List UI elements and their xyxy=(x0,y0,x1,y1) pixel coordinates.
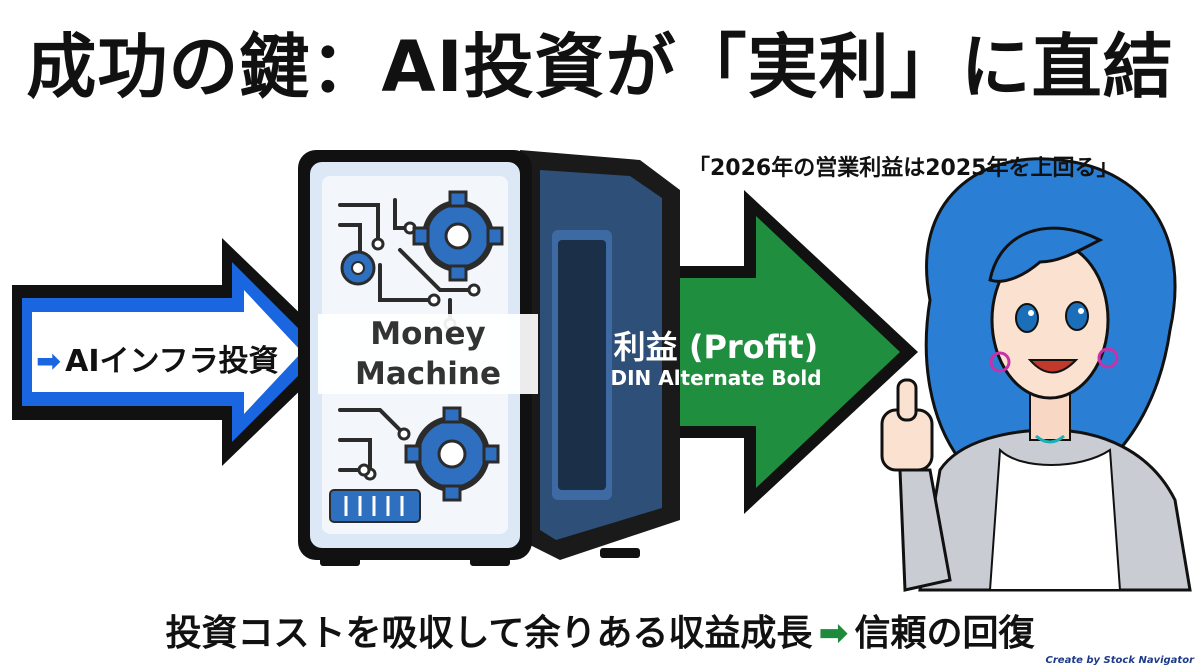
input-arrow xyxy=(12,238,340,466)
bottom-caption: 投資コストを吸収して余りある収益成長➡信頼の回復 xyxy=(0,604,1200,656)
gear-icon xyxy=(412,190,504,282)
caption-left-text: 投資コストを吸収して余りある収益成長 xyxy=(165,613,813,654)
arrow-right-icon: ➡ xyxy=(818,613,849,654)
input-label-text: AIインフラ投資 xyxy=(65,344,279,379)
profit-sublabel: DIN Alternate Bold xyxy=(610,366,822,390)
money-machine xyxy=(298,150,680,566)
gear-icon xyxy=(340,250,376,286)
caption-right-text: 信頼の回復 xyxy=(854,613,1035,654)
money-machine-label: Money Machine xyxy=(318,314,538,394)
forecast-quote: 「2026年の営業利益は2025年を上回る」 xyxy=(688,156,1119,181)
profit-label: 利益 (Profit) xyxy=(613,328,819,366)
input-arrow-label: ➡AIインフラ投資 xyxy=(36,336,279,380)
credit-text: Create by Stock Navigator xyxy=(1045,655,1194,666)
arrow-right-icon: ➡ xyxy=(36,344,62,379)
thumbs-up-icon xyxy=(880,378,952,592)
gear-icon xyxy=(404,406,500,502)
machine-label-line1: Money xyxy=(370,316,486,352)
character-illustration xyxy=(880,157,1192,592)
machine-label-line2: Machine xyxy=(355,356,501,392)
page-title: 成功の鍵：AI投資が「実利」に直結 xyxy=(26,26,1174,108)
